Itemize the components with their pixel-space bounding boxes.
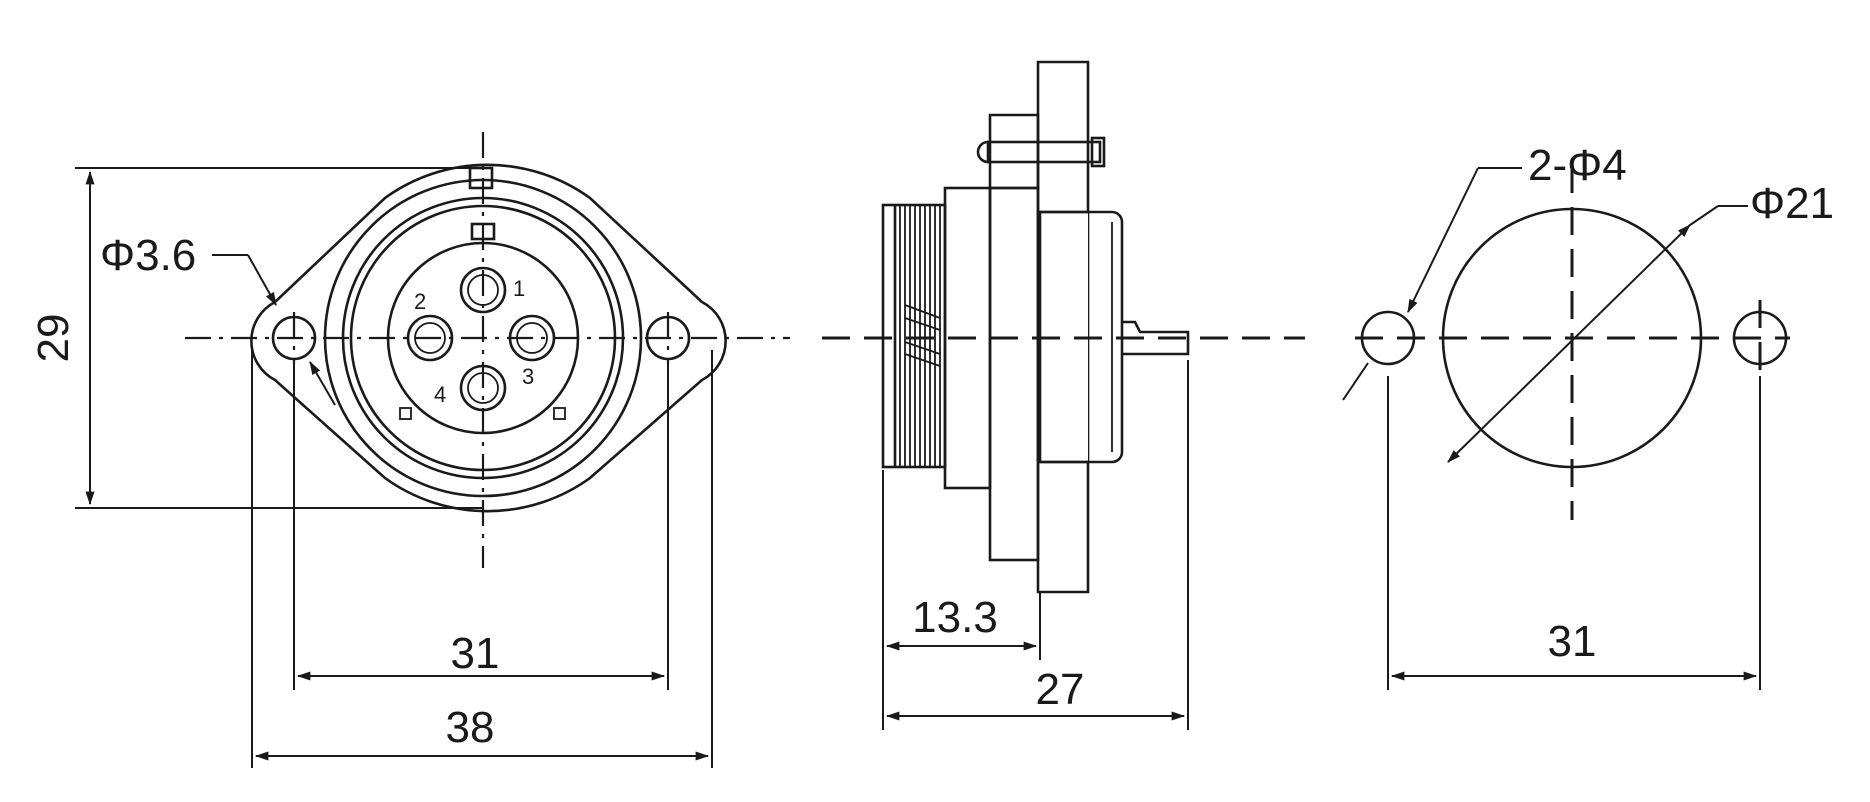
front-key-slot: [468, 166, 494, 190]
cutout-view: 2-Φ4 Φ21 31: [1342, 141, 1834, 690]
hole-leader-upper: [247, 254, 277, 306]
dim-13-3-label: 13.3: [912, 593, 998, 642]
front-flange-outline: [250, 163, 727, 513]
front-view: 1 2 3 4 29 Φ3.6 31 38: [29, 132, 790, 768]
side-thread: [881, 203, 947, 469]
dim-31-cutout-label: 31: [1548, 617, 1597, 666]
dim-29-label: 29: [29, 314, 78, 363]
pin-label-1: 1: [513, 276, 525, 301]
dim-31-front-label: 31: [451, 629, 500, 678]
pin-label-3: 3: [522, 364, 534, 389]
side-solder-tail: [1122, 320, 1190, 356]
dim-hole-3-6-label: Φ3.6: [100, 231, 196, 280]
dim-38-label: 38: [446, 703, 495, 752]
side-flange-body: [988, 186, 1040, 562]
pin-label-4: 4: [434, 382, 446, 407]
front-tab-right: [553, 407, 566, 420]
hole-leader-lower: [309, 361, 336, 406]
side-mount-screw: [986, 140, 1102, 164]
side-view: 13.3 27: [822, 60, 1305, 730]
panel-hole-diameter-leader: [1447, 224, 1691, 463]
dim-27-label: 27: [1036, 665, 1085, 714]
front-tab-left: [399, 407, 412, 420]
side-flange-section: [988, 113, 1040, 190]
pin-label-2: 2: [414, 289, 426, 314]
side-rear-body: [1038, 210, 1124, 464]
mount-hole-leader: [1407, 167, 1479, 314]
dim-2-phi-4-label: 2-Φ4: [1528, 141, 1627, 190]
dim-phi-21-label: Φ21: [1750, 179, 1834, 228]
